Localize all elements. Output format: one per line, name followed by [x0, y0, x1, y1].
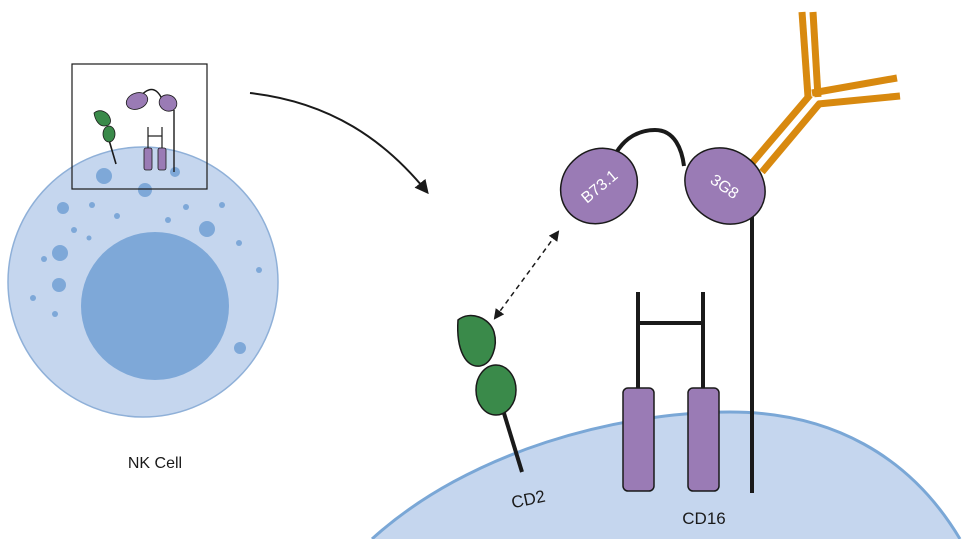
zoom-view: B73.1 3G8 CD16 CD2	[370, 11, 962, 539]
cd2-stalk	[501, 409, 524, 473]
granule	[30, 295, 36, 301]
cd2-domain-top	[457, 314, 496, 367]
mini-cd2-domain-bottom	[102, 125, 116, 143]
granule	[52, 278, 66, 292]
granule	[199, 221, 215, 237]
3g8-epitope	[684, 147, 766, 225]
granule	[57, 202, 69, 214]
antibody-arm-right-b	[817, 92, 901, 108]
granule	[236, 240, 242, 246]
granule	[183, 204, 189, 210]
granule	[96, 168, 112, 184]
antibody-arm-right-a	[811, 74, 898, 97]
granule	[256, 267, 262, 273]
cd16-label: CD16	[682, 509, 725, 528]
cd16-receptor: B73.1 3G8 CD16	[559, 127, 766, 528]
mini-3g8-domain	[158, 94, 178, 112]
antibody-arm-upper-a	[798, 11, 812, 98]
g38-domain: 3G8	[684, 147, 766, 225]
zoom-box	[71, 63, 208, 190]
zoom-arrow	[249, 92, 429, 195]
granule	[114, 213, 120, 219]
granule	[89, 202, 95, 208]
nk-cell: NK Cell	[7, 63, 279, 472]
cell-membrane	[370, 410, 962, 539]
mini-b73-domain	[125, 92, 149, 110]
mini-cd2-stalk	[108, 139, 117, 165]
mini-cd16-tm-right	[157, 147, 167, 171]
cd16-tm-right	[687, 387, 720, 492]
granule	[52, 245, 68, 261]
granule	[219, 202, 225, 208]
granule	[165, 217, 171, 223]
antibody-arm-upper-b	[809, 11, 822, 98]
nk-cell-label: NK Cell	[128, 455, 182, 472]
cd2-domain-bottom	[475, 364, 517, 416]
mini-cd16-tm-left	[143, 147, 153, 171]
granule	[86, 235, 92, 241]
granule	[71, 227, 77, 233]
nucleus	[81, 232, 229, 380]
membrane-fill	[372, 412, 960, 539]
granule	[138, 183, 152, 197]
granule	[234, 342, 246, 354]
granule	[170, 167, 180, 177]
granule	[41, 256, 47, 262]
cd2-receptor: CD2	[457, 314, 547, 512]
cd2-cd16-interaction-arrow	[493, 230, 560, 320]
granule	[52, 311, 58, 317]
granules	[30, 167, 262, 354]
cd16-tm-left	[622, 387, 655, 492]
mini-cd16	[125, 88, 178, 172]
antibody	[749, 11, 901, 175]
mini-cd2-domain-top	[93, 110, 111, 127]
b73-epitope	[559, 147, 639, 225]
antibody-stem-a	[749, 92, 813, 166]
antibody-stem-b	[759, 100, 823, 175]
mini-cd2	[93, 110, 117, 165]
b73-domain: B73.1	[559, 147, 639, 225]
